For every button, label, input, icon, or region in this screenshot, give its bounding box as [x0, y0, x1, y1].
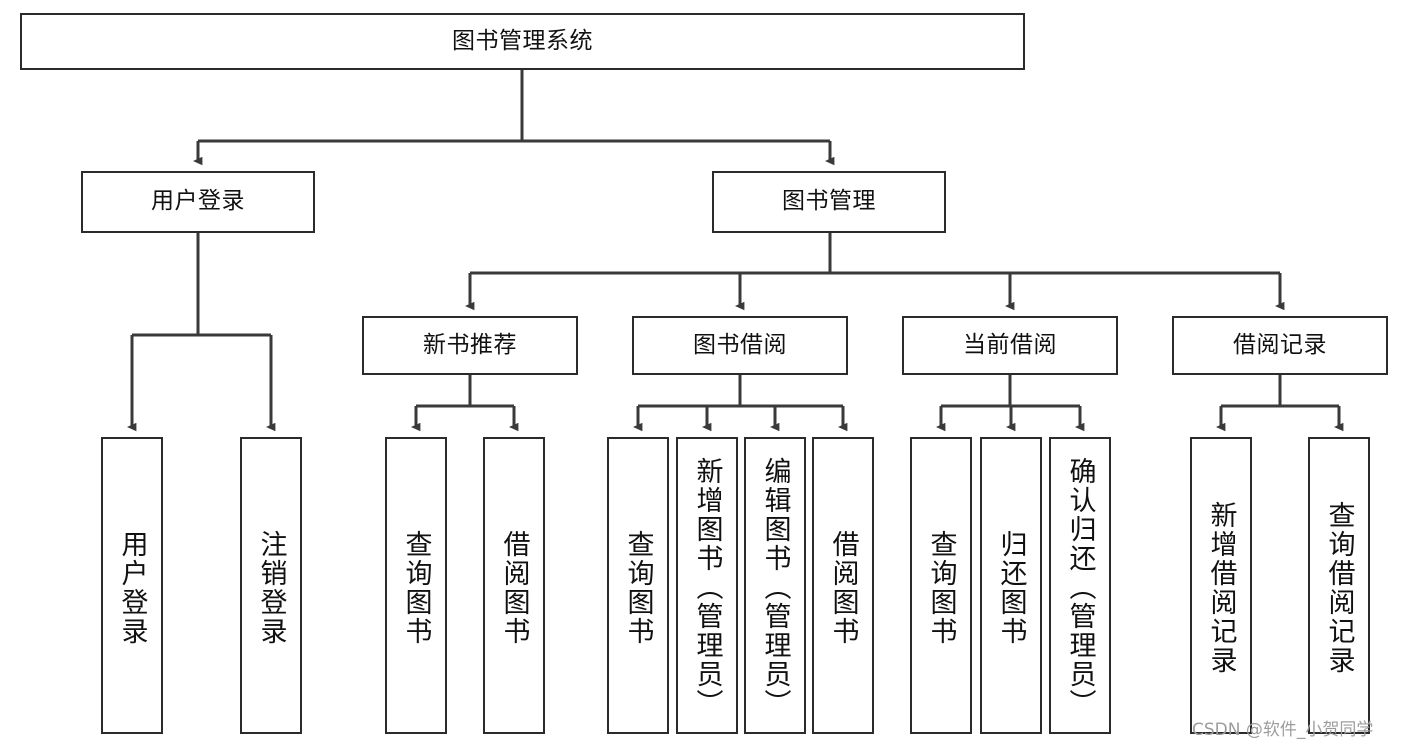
node-leaf-user-login[interactable]: 用户登录 — [101, 437, 163, 734]
node-leaf-query-book-3[interactable]: 查询图书 — [910, 437, 972, 734]
node-current-borrow-label: 当前借阅 — [963, 331, 1057, 358]
node-leaf-query-book-1[interactable]: 查询图书 — [385, 437, 447, 734]
node-leaf-query-book-2-label: 查询图书 — [622, 529, 654, 646]
node-leaf-return-book-label: 归还图书 — [995, 529, 1027, 646]
node-borrow-record-label: 借阅记录 — [1233, 331, 1327, 358]
node-leaf-add-record-label: 新增借阅记录 — [1205, 500, 1237, 675]
node-user-login-label: 用户登录 — [151, 188, 245, 215]
node-user-login[interactable]: 用户登录 — [81, 171, 315, 233]
node-book-management[interactable]: 图书管理 — [712, 171, 946, 233]
node-leaf-user-login-label: 用户登录 — [116, 529, 148, 646]
node-leaf-query-book-2[interactable]: 查询图书 — [607, 437, 669, 734]
node-leaf-user-logout-label: 注销登录 — [255, 529, 287, 646]
node-leaf-query-book-3-label: 查询图书 — [925, 529, 957, 646]
node-book-borrow[interactable]: 图书借阅 — [632, 316, 848, 375]
csdn-watermark: CSDN @软件_小贺同学 — [1192, 720, 1374, 740]
node-leaf-return-book[interactable]: 归还图书 — [980, 437, 1042, 734]
node-leaf-borrow-book-2[interactable]: 借阅图书 — [812, 437, 874, 734]
node-leaf-borrow-book-1[interactable]: 借阅图书 — [483, 437, 545, 734]
node-leaf-confirm-return-label: 确认归还（管理员） — [1064, 457, 1096, 718]
node-book-management-label: 图书管理 — [782, 188, 876, 215]
node-leaf-query-book-1-label: 查询图书 — [400, 529, 432, 646]
node-leaf-query-record-label: 查询借阅记录 — [1323, 500, 1355, 675]
node-leaf-user-logout[interactable]: 注销登录 — [240, 437, 302, 734]
node-new-book-recommend[interactable]: 新书推荐 — [362, 316, 578, 375]
node-leaf-edit-book[interactable]: 编辑图书（管理员） — [744, 437, 806, 734]
node-leaf-edit-book-label: 编辑图书（管理员） — [759, 457, 791, 718]
node-new-book-recommend-label: 新书推荐 — [423, 331, 517, 358]
node-leaf-query-record[interactable]: 查询借阅记录 — [1308, 437, 1370, 734]
node-root-label: 图书管理系统 — [452, 27, 593, 54]
node-leaf-confirm-return[interactable]: 确认归还（管理员） — [1049, 437, 1111, 734]
node-current-borrow[interactable]: 当前借阅 — [902, 316, 1118, 375]
node-leaf-add-record[interactable]: 新增借阅记录 — [1190, 437, 1252, 734]
node-leaf-borrow-book-2-label: 借阅图书 — [827, 529, 859, 646]
node-root-system[interactable]: 图书管理系统 — [20, 13, 1025, 70]
node-leaf-add-book[interactable]: 新增图书（管理员） — [676, 437, 738, 734]
node-borrow-record[interactable]: 借阅记录 — [1172, 316, 1388, 375]
node-book-borrow-label: 图书借阅 — [693, 331, 787, 358]
node-leaf-borrow-book-1-label: 借阅图书 — [498, 529, 530, 646]
node-leaf-add-book-label: 新增图书（管理员） — [691, 457, 723, 718]
